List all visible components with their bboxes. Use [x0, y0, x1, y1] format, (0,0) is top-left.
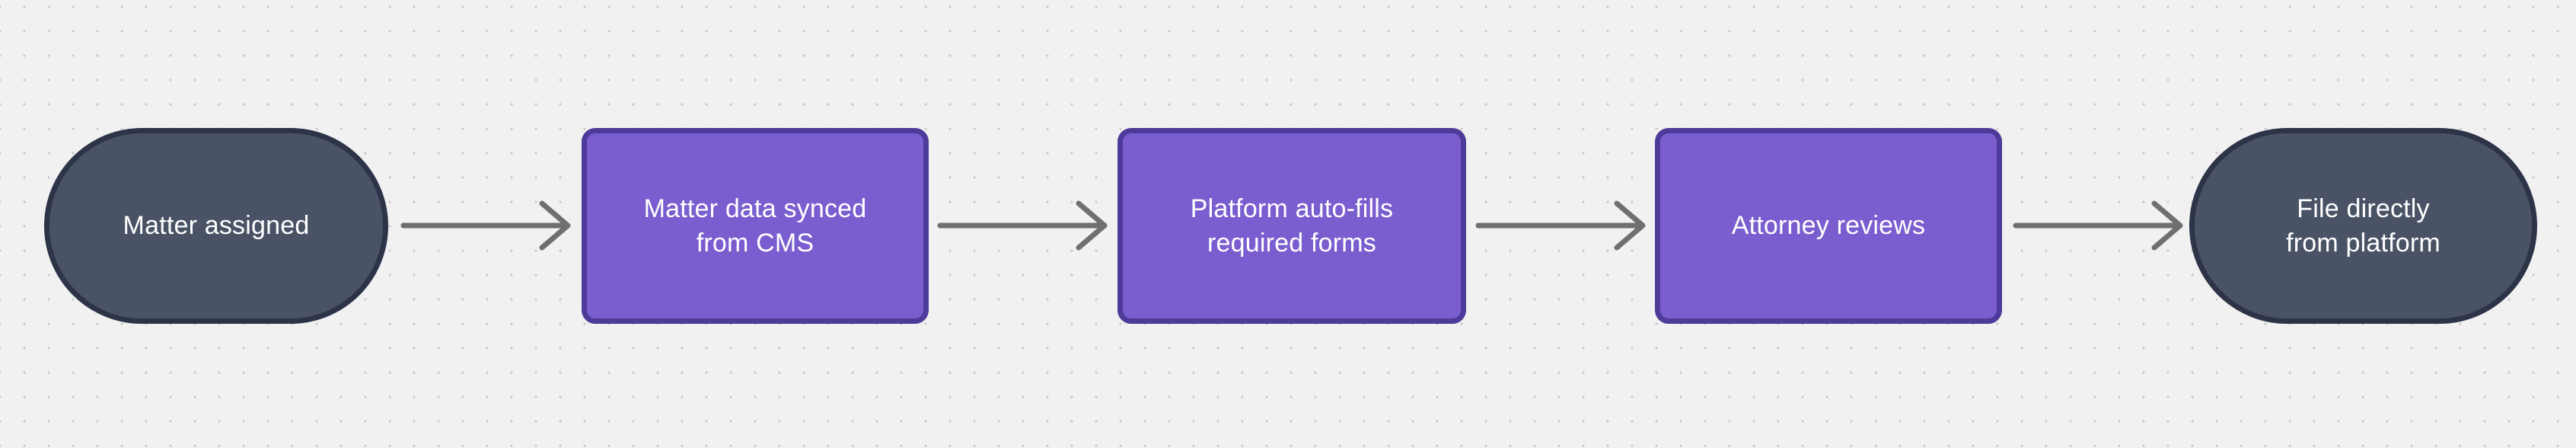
node-label: Platform auto-fills required forms — [1190, 194, 1394, 258]
node-label: Matter assigned — [123, 211, 310, 241]
arrow-head-icon — [1614, 200, 1646, 251]
arrow-head-icon — [2151, 200, 2183, 251]
connector-arrow-3[interactable] — [1475, 195, 1649, 256]
node-matter-data-synced[interactable]: Matter data synced from CMS — [582, 128, 929, 324]
node-platform-auto-fills[interactable]: Platform auto-fills required forms — [1117, 128, 1466, 324]
node-attorney-reviews[interactable]: Attorney reviews — [1655, 128, 2002, 324]
connector-arrow-4[interactable] — [2013, 195, 2186, 256]
arrow-head-icon — [539, 200, 571, 251]
node-label: Matter data synced from CMS — [643, 194, 867, 258]
node-matter-assigned[interactable]: Matter assigned — [44, 128, 388, 324]
node-file-directly-from-platform[interactable]: File directly from platform — [2189, 128, 2537, 324]
connector-arrow-1[interactable] — [400, 195, 574, 256]
node-label: File directly from platform — [2286, 194, 2441, 258]
connector-arrow-2[interactable] — [937, 195, 1111, 256]
arrow-head-icon — [1076, 200, 1108, 251]
node-label: Attorney reviews — [1731, 211, 1926, 241]
